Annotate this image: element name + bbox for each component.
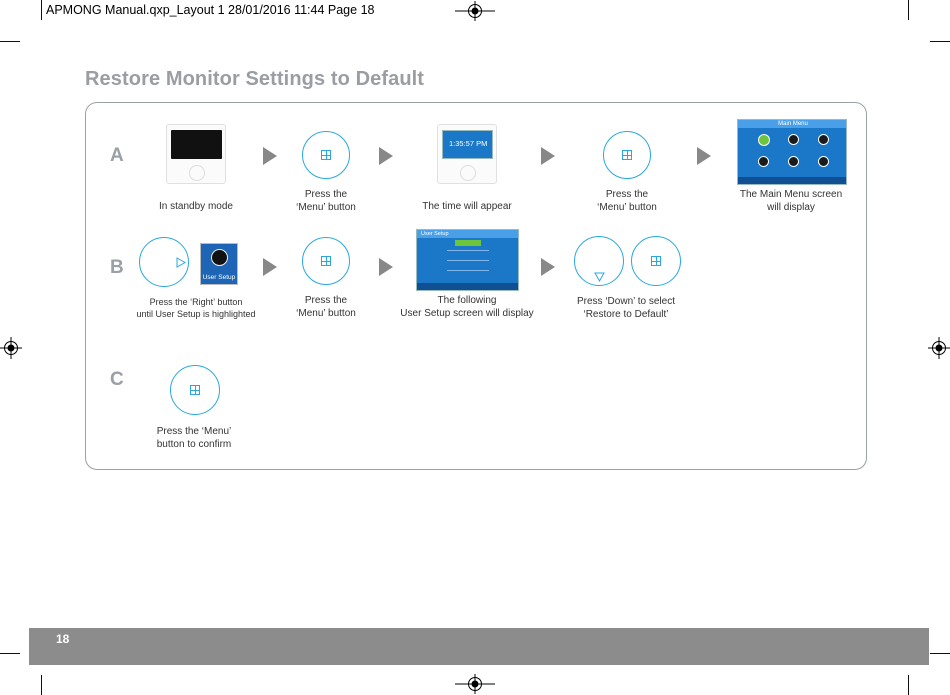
- menu-tile-icon: [788, 156, 799, 167]
- menu-grid-icon: [622, 150, 632, 160]
- registration-mark-icon: [928, 337, 950, 359]
- monitor-tile-icon: [758, 134, 770, 146]
- step-b4-caption: Press ‘Down’ to select ‘Restore to Defau…: [577, 296, 675, 320]
- row-label-b: B: [110, 257, 124, 278]
- step-a5-caption: The Main Menu screen will display: [739, 189, 843, 213]
- menu-tile-icon: [758, 156, 769, 167]
- step-arrow-icon: [263, 147, 277, 165]
- highlighted-option: [455, 240, 481, 246]
- menu-grid-icon: [321, 256, 331, 266]
- monitor-keypad: [189, 165, 205, 181]
- down-button-icon: [574, 236, 624, 286]
- user-setup-icon: [211, 249, 228, 266]
- registration-mark-icon: [0, 337, 22, 359]
- right-triangle-icon: [176, 257, 186, 268]
- instructions-panel: [85, 102, 867, 470]
- menu-button-icon: [170, 365, 220, 415]
- step-arrow-icon: [541, 147, 555, 165]
- menu-grid-icon: [321, 150, 331, 160]
- time-screen: 1:35:57 PM: [442, 130, 493, 159]
- menu-button-icon: [302, 237, 350, 285]
- user-setup-tile-image: User Setup: [200, 243, 238, 285]
- step-a1-caption: In standby mode: [159, 201, 233, 212]
- screen-footer-bar: [738, 177, 846, 184]
- step-a3-caption: The time will appear: [422, 201, 512, 212]
- option-line: [447, 260, 489, 261]
- step-arrow-icon: [697, 147, 711, 165]
- menu-tile-icon: [818, 134, 829, 145]
- crop-mark: [908, 675, 909, 695]
- step-b3-caption: The following User Setup screen will dis…: [400, 295, 534, 319]
- main-menu-screen-image: Main Menu: [737, 119, 847, 185]
- row-label-c: C: [110, 369, 124, 390]
- step-a2-caption: Press the ‘Menu’ button: [296, 189, 356, 213]
- step-b1-caption: Press the ‘Right’ button until User Setu…: [136, 297, 256, 319]
- menu-tile-icon: [818, 156, 829, 167]
- screen-title: User Setup: [421, 231, 449, 237]
- step-arrow-icon: [541, 258, 555, 276]
- step-arrow-icon: [379, 258, 393, 276]
- crop-mark: [908, 0, 909, 20]
- screen-footer-bar: [417, 283, 518, 290]
- right-button-icon: [139, 237, 189, 287]
- monitor-screen-off: [171, 130, 222, 159]
- step-c1-caption: Press the ‘Menu’ button to confirm: [156, 426, 232, 450]
- user-setup-tile-label: User Setup: [202, 274, 236, 281]
- screen-title-bar: [738, 120, 846, 128]
- crop-mark: [0, 41, 20, 42]
- menu-grid-icon: [651, 256, 661, 266]
- down-triangle-icon: [594, 272, 605, 282]
- screen-title-bar: [417, 230, 518, 238]
- option-line: [447, 270, 489, 271]
- crop-mark: [0, 653, 20, 654]
- menu-button-icon: [631, 236, 681, 286]
- page-title: Restore Monitor Settings to Default: [85, 68, 425, 90]
- menu-tile-icon: [788, 134, 799, 145]
- menu-button-icon: [302, 131, 350, 179]
- print-slug: APMONG Manual.qxp_Layout 1 28/01/2016 11…: [46, 3, 375, 17]
- step-arrow-icon: [263, 258, 277, 276]
- step-b2-caption: Press the ‘Menu’ button: [296, 295, 356, 319]
- step-a4-caption: Press the ‘Menu’ button: [597, 189, 657, 213]
- monitor-standby-image: [166, 124, 226, 184]
- menu-grid-icon: [190, 385, 200, 395]
- row-label-a: A: [110, 145, 124, 166]
- screen-title: Main Menu: [778, 121, 808, 127]
- page-number: 18: [56, 632, 70, 646]
- page-footer-bar: [29, 628, 929, 665]
- crop-mark: [41, 675, 42, 695]
- crop-mark: [930, 41, 950, 42]
- crop-mark: [930, 653, 950, 654]
- crop-mark: [41, 0, 42, 20]
- registration-mark-icon: [455, 674, 495, 694]
- option-line: [447, 250, 489, 251]
- menu-button-icon: [603, 131, 651, 179]
- monitor-time-image: 1:35:57 PM: [437, 124, 497, 184]
- time-display: 1:35:57 PM: [449, 139, 488, 148]
- registration-mark-icon: [455, 1, 495, 21]
- user-setup-screen-image: User Setup: [416, 229, 519, 291]
- monitor-keypad: [460, 165, 476, 181]
- step-arrow-icon: [379, 147, 393, 165]
